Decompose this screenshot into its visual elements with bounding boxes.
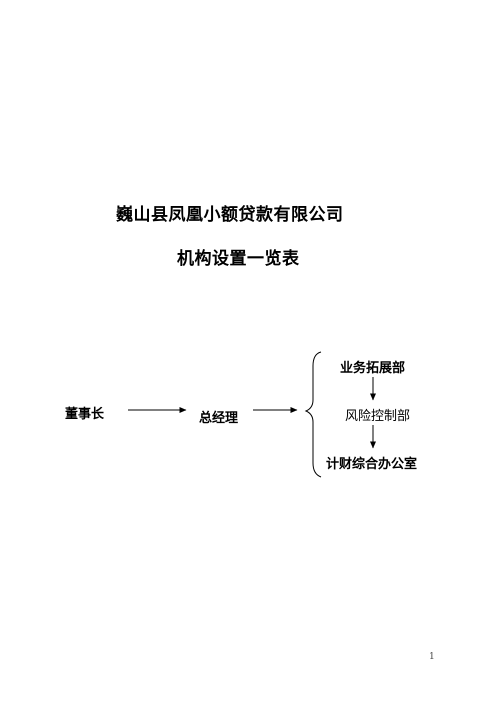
departments-brace bbox=[304, 351, 322, 478]
page-subtitle: 机构设置一览表 bbox=[177, 249, 300, 269]
department-business-development: 业务拓展部 bbox=[340, 361, 406, 376]
department-risk-control: 风险控制部 bbox=[345, 409, 411, 424]
general-manager-node: 总经理 bbox=[199, 411, 239, 426]
page-number: 1 bbox=[429, 652, 435, 662]
chairman-node: 董事长 bbox=[65, 407, 105, 422]
department-finance-office: 计财综合办公室 bbox=[326, 457, 418, 472]
company-title: 巍山县凤凰小额贷款有限公司 bbox=[116, 205, 344, 225]
